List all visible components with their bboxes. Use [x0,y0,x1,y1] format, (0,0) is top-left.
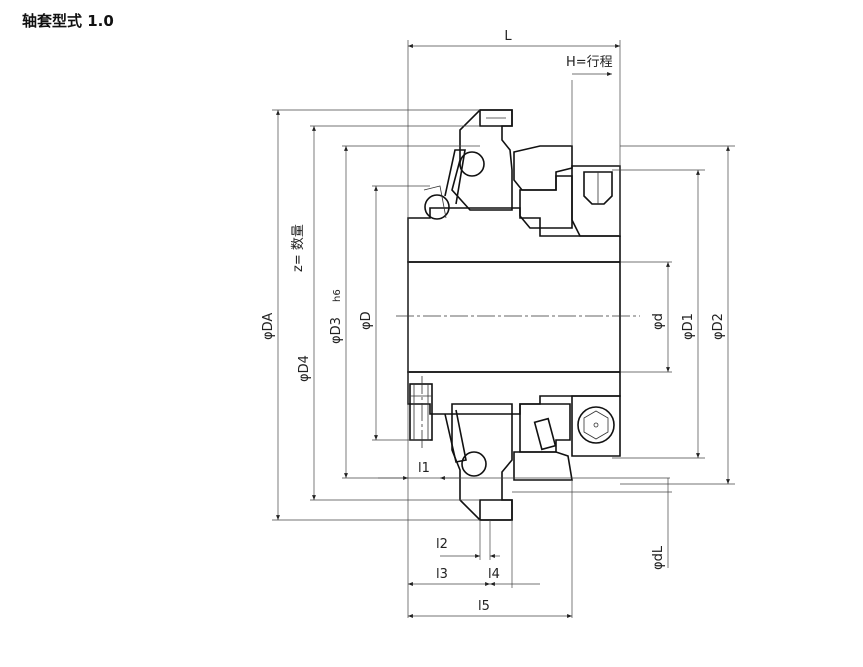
flange-upper [451,109,513,211]
pin-lower [533,417,557,451]
set-screw-left [409,383,433,441]
dim-label-l1: l1 [418,461,430,476]
dim-label-L: L [504,29,512,44]
dim-label-h6: h6 [332,289,343,302]
dim-label-l4: l4 [488,567,500,582]
dim-label-l5: l5 [478,599,490,614]
housing-right-lower [571,395,621,457]
housing-right-upper [571,165,621,237]
flange-lower [451,403,513,521]
dim-label-D: φD [359,311,374,330]
sliding-ring-lower [513,403,573,481]
dim-label-D3: φD3 [329,317,344,344]
ball-upper-1 [459,151,485,177]
spring-cage-lower [444,409,467,463]
page-title: 轴套型式 1.0 [22,12,114,30]
sleeve-body [407,207,621,415]
dim-label-DA: φDA [261,313,276,340]
dim-label-quantity: z= 数量 [291,224,306,272]
dim-label-stroke: H=行程 [566,55,613,70]
dim-label-D1: φD1 [681,313,696,340]
extension-lines [272,40,735,618]
dim-label-D4: φD4 [297,355,312,382]
ball-lower [461,451,487,477]
dim-label-l2: l2 [436,537,448,552]
spring-cage-upper [423,149,466,219]
ball-upper-2 [424,194,450,220]
dim-label-dL: φdL [651,545,666,570]
dimension-lines [276,44,730,618]
sliding-ring-upper [513,145,573,229]
dim-label-d: φd [651,313,666,330]
dim-label-D2: φD2 [711,313,726,340]
dim-label-l3: l3 [436,567,448,582]
